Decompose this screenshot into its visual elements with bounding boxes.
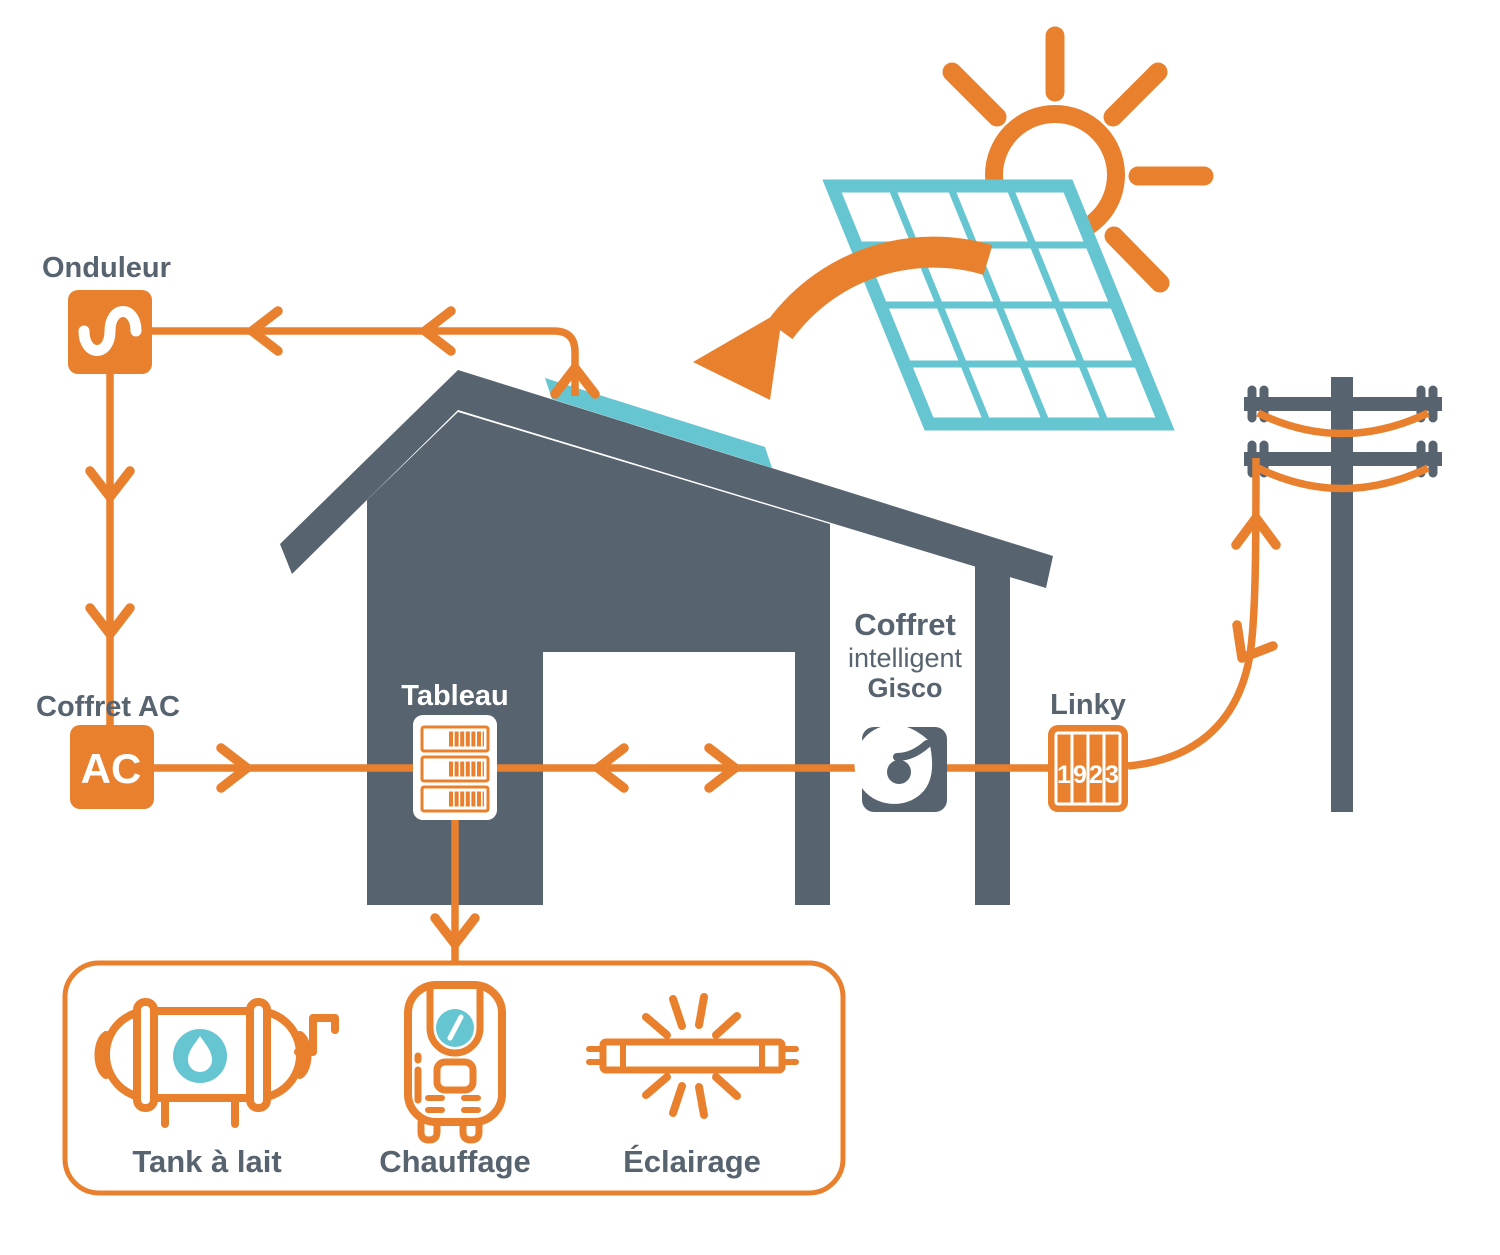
gisco-icon — [854, 724, 947, 812]
linky-meter-icon: 1 9 2 3 — [1048, 725, 1128, 812]
chauffage-label: Chauffage — [379, 1144, 531, 1179]
pv-to-inverter-line — [152, 327, 579, 396]
panel-to-roof-arrow — [693, 236, 993, 400]
sine-wave-icon — [78, 306, 142, 356]
arrow-left-2 — [247, 306, 283, 356]
roof-solar-strip — [545, 378, 772, 468]
arrow-down-2 — [85, 603, 135, 639]
arrow-left-1 — [420, 306, 456, 356]
arrow-right-ac — [216, 743, 252, 793]
eclairage-label: Éclairage — [623, 1144, 761, 1179]
coffret-ac-icon: AC — [70, 725, 154, 809]
pole-wire-top — [1256, 409, 1430, 438]
utility-pole — [1244, 377, 1442, 812]
arrow-right-door — [704, 743, 740, 793]
linky-digit: 2 — [1089, 761, 1103, 789]
onduleur-icon — [68, 290, 152, 374]
barn-door-opening — [543, 652, 795, 905]
arrow-down-loads — [430, 913, 480, 949]
arrow-down-1 — [85, 466, 135, 502]
linky-label: Linky — [1050, 689, 1126, 721]
onduleur-label: Onduleur — [42, 252, 171, 284]
coffret-gisco-label-2: intelligent — [848, 643, 963, 673]
tank-label: Tank à lait — [132, 1144, 281, 1179]
coffret-ac-label: Coffret AC — [36, 691, 180, 723]
arrow-up-grid — [1231, 513, 1281, 550]
water-heater-icon — [404, 981, 506, 1144]
linky-to-grid-line — [1127, 457, 1260, 770]
tableau-label: Tableau — [401, 680, 508, 712]
coffret-gisco-label-1: Coffret — [854, 607, 956, 642]
loads-box — [62, 960, 846, 1196]
ac-icon-text: AC — [81, 745, 142, 792]
milk-tank-icon — [94, 998, 339, 1128]
arrow-up-roof — [550, 363, 600, 399]
linky-digit: 9 — [1073, 761, 1087, 789]
arrow-down-grid — [1232, 620, 1278, 663]
fluorescent-tube-icon — [586, 993, 799, 1119]
solar-panel — [822, 179, 1175, 431]
tableau-icon — [413, 715, 497, 820]
barn-post — [975, 566, 1010, 905]
linky-digit: 1 — [1057, 761, 1071, 789]
flow-arrowheads — [85, 306, 1281, 949]
pole-wire-bottom — [1256, 464, 1430, 493]
linky-digit: 3 — [1105, 761, 1119, 789]
coffret-gisco-label-3: Gisco — [867, 673, 942, 703]
arrow-left-door — [593, 743, 629, 793]
barn-roof — [280, 370, 1053, 588]
